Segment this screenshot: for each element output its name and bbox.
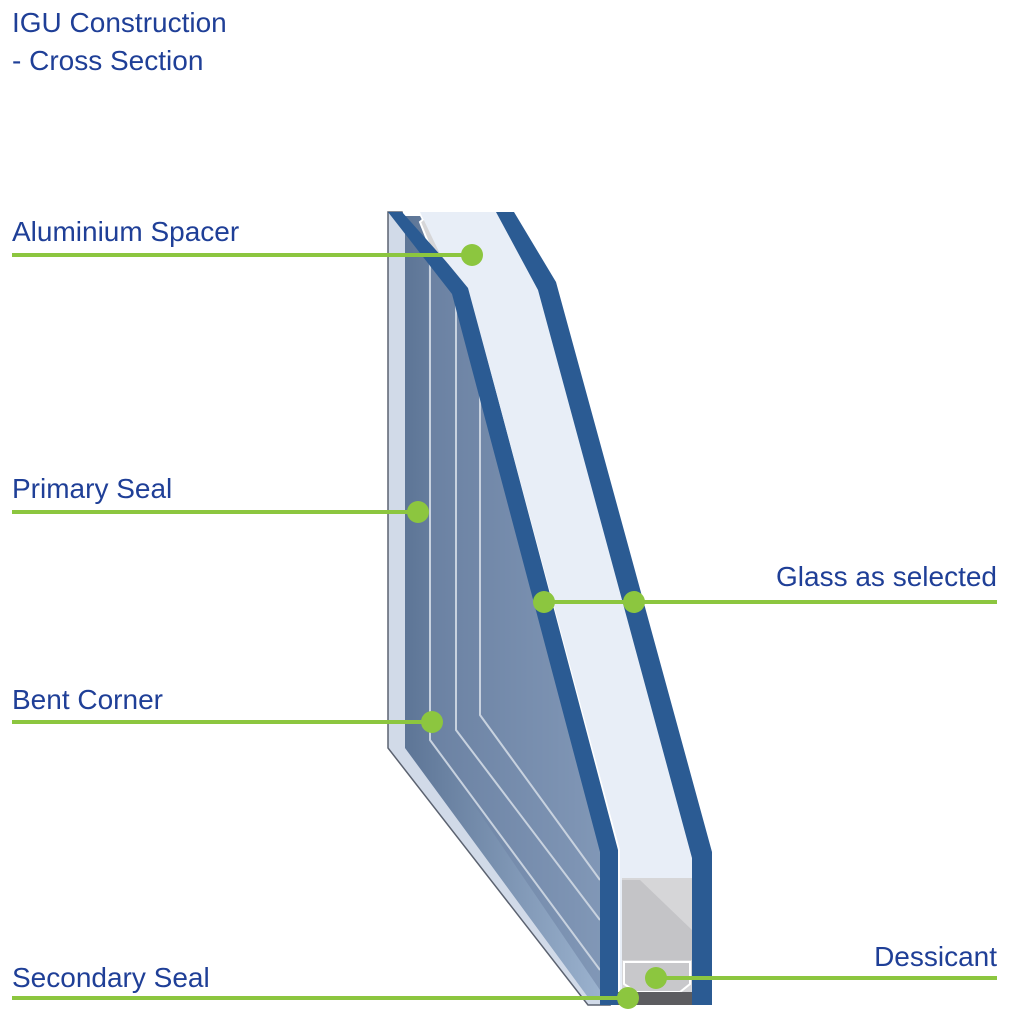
label-glass-as-selected: Glass as selected xyxy=(776,561,997,592)
label-dessicant: Dessicant xyxy=(874,941,997,972)
dot-glass-inner xyxy=(533,591,555,613)
cavity-line-1 xyxy=(429,250,601,971)
page-title-line-1: IGU Construction xyxy=(12,7,227,38)
label-bent-corner: Bent Corner xyxy=(12,684,163,715)
cavity-line-2 xyxy=(455,270,601,921)
leader-lines xyxy=(12,253,997,1000)
outer-glass-face xyxy=(420,212,693,1005)
label-primary-seal: Primary Seal xyxy=(12,473,173,504)
dot-dessicant xyxy=(645,967,667,989)
dot-aluminium-spacer xyxy=(461,244,483,266)
cavity-line-3 xyxy=(479,245,601,881)
dot-bent-corner xyxy=(421,711,443,733)
label-secondary-seal: Secondary Seal xyxy=(12,962,210,993)
dot-primary-seal xyxy=(407,501,429,523)
dot-glass-outer xyxy=(623,591,645,613)
cavity-inner-shade xyxy=(428,232,600,990)
page-title-line-2: - Cross Section xyxy=(12,45,204,76)
page-title: IGU Construction - Cross Section xyxy=(12,4,227,80)
dot-secondary-seal xyxy=(617,987,639,1009)
bottom-spacer-shade xyxy=(622,880,692,960)
label-aluminium-spacer: Aluminium Spacer xyxy=(12,216,240,247)
leader-dots xyxy=(407,244,667,1009)
